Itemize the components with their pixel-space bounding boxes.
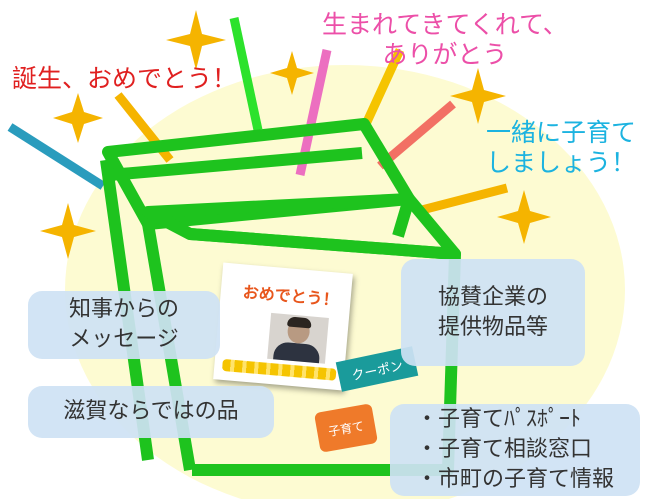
sparkle-star [53, 93, 103, 143]
ray-green [229, 17, 263, 131]
birth-message: 誕生、おめでとう！ [12, 64, 238, 93]
sponsor-goods-panel: 協賛企業の 提供物品等 [401, 259, 585, 366]
sparkle-star [166, 10, 226, 70]
box-right-edge [392, 197, 415, 238]
sparkle-star [497, 190, 551, 244]
childcare-info-panel: ・子育てﾊﾟｽﾎﾟｰﾄ ・子育て相談窓口 ・市町の子育て情報 [390, 404, 640, 496]
ray-salmon [377, 100, 456, 170]
box-inner-rim [109, 147, 363, 181]
sparkle-star [40, 203, 96, 259]
congratulation-card: おめでとう！ [213, 262, 353, 391]
governor-message-panel: 知事からの メッセージ [28, 291, 220, 359]
together-message: 一緒に子育て しましょう！ [486, 118, 637, 177]
ray-blue [7, 123, 106, 190]
ray-orange-right [416, 183, 509, 216]
card-title: おめでとう！ [242, 282, 340, 310]
ray-yellow [361, 48, 405, 126]
shiga-goods-panel: 滋賀ならではの品 [28, 386, 274, 438]
sparkle-star [270, 51, 314, 95]
sparkle-star [450, 68, 506, 124]
governor-photo [267, 312, 329, 364]
thanks-message: 生まれてきてくれて、 ありがとう [322, 10, 568, 69]
